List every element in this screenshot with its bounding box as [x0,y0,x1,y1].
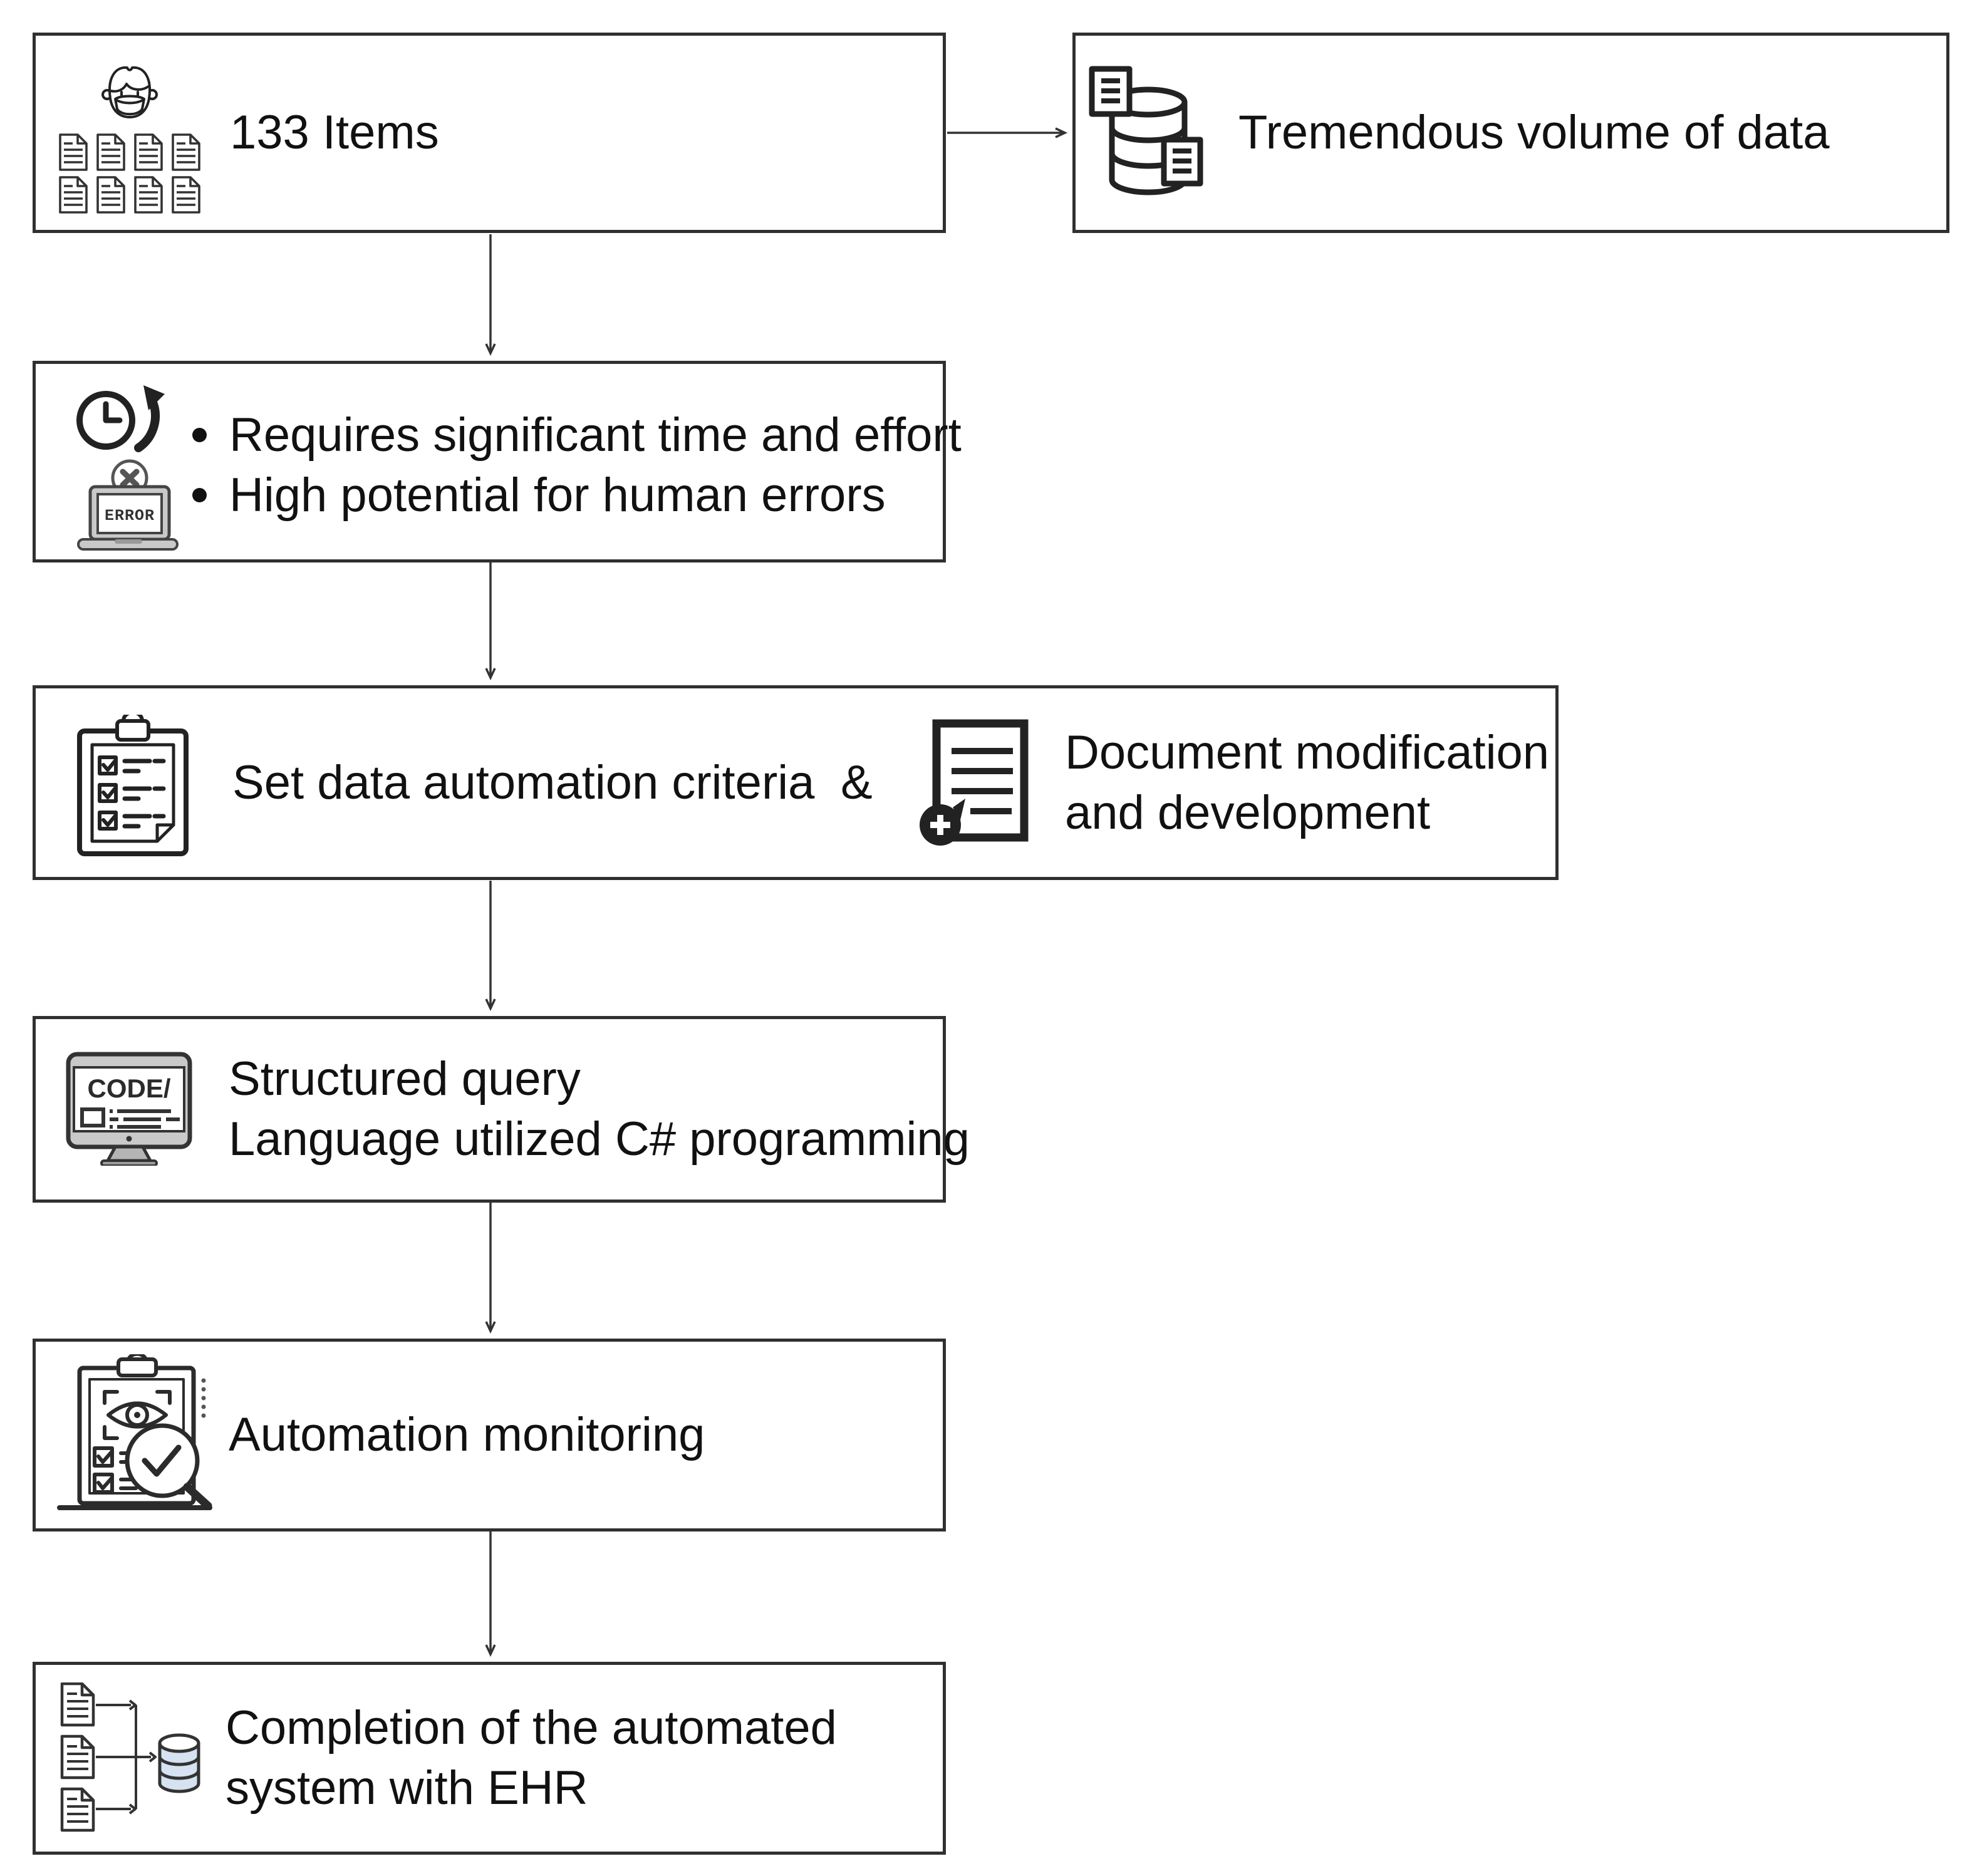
completion-label: Completion of the automated system with … [226,1698,837,1818]
checklist-clipboard-icon [77,715,189,856]
docs-to-database-icon [60,1682,200,1832]
query-line2: Language utilized C# programming [229,1112,970,1166]
error-laptop-icon: ERROR [77,459,179,551]
code-label: CODE/ [87,1074,170,1103]
documents-grid-icon [59,133,200,214]
items-label: 133 Items [230,106,439,159]
error-label: ERROR [105,507,155,525]
bullet-item: Requires significant time and effort [192,405,962,465]
bullet-label: Requires significant time and effort [229,408,962,462]
monitoring-label: Automation monitoring [229,1408,705,1461]
database-stack-icon [1089,66,1203,195]
box-volume-of-data: Tremendous volume of data [1072,33,1949,233]
manual-bullet-list: Requires significant time and effort Hig… [192,405,962,525]
document-add-icon [920,719,1029,846]
completion-line1: Completion of the automated [226,1701,837,1754]
doc-modification-label: Document modification and development [1065,723,1549,843]
box-criteria: Set data automation criteria & Document … [33,685,1559,880]
box-structured-query: CODE/ Structured query Language utilized… [33,1016,970,1203]
masked-person-icon [101,66,158,118]
box-133-items: 133 Items [33,33,946,233]
ampersand: & [841,755,873,809]
box-automation-monitoring: Automation monitoring [33,1339,946,1531]
bullet-label: High potential for human errors [229,468,886,522]
box-completion: Completion of the automated system with … [33,1662,946,1855]
bullet-item: High potential for human errors [192,465,962,525]
query-line1: Structured query [229,1052,581,1106]
doc-modification-line2: and development [1065,785,1431,839]
box-manual-effort: ERROR Requires significant time and effo… [33,361,962,562]
bullet-dot [192,487,207,502]
bullet-dot [192,427,207,442]
clock-increase-icon [76,385,165,452]
completion-line2: system with EHR [226,1761,588,1815]
doc-modification-line1: Document modification [1065,725,1550,779]
monitoring-clipboard-icon [57,1354,212,1510]
volume-label: Tremendous volume of data [1238,106,1830,159]
code-monitor-icon: CODE/ [66,1052,192,1166]
criteria-label: Set data automation criteria [232,755,815,809]
query-label: Structured query Language utilized C# pr… [229,1049,970,1169]
